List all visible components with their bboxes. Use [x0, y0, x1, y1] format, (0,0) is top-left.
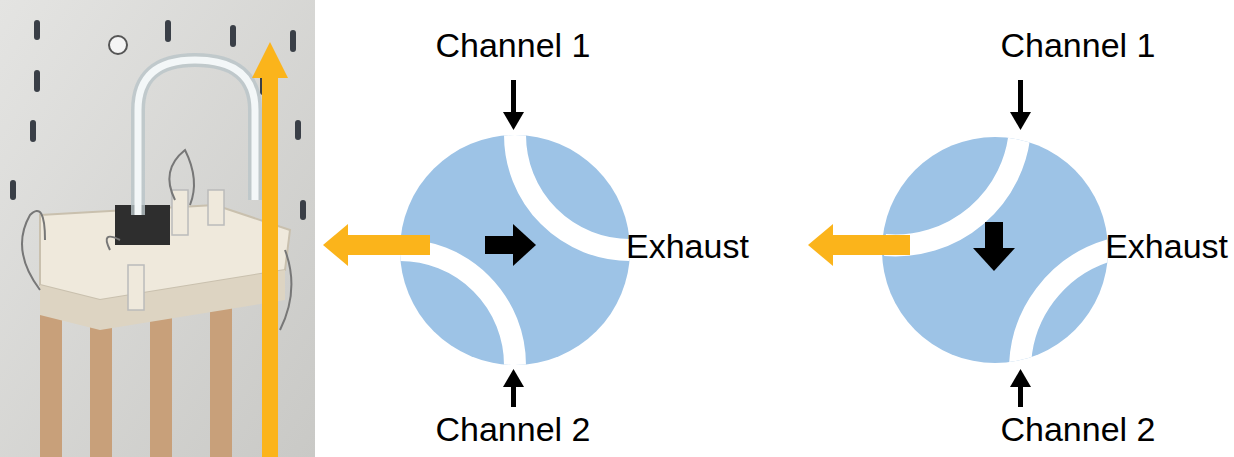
- channel-label: Channel 1: [435, 28, 590, 62]
- channel-label: Channel 2: [435, 412, 590, 446]
- channel-label: Exhaust: [1105, 229, 1228, 263]
- channel-label: Channel 1: [1000, 28, 1155, 62]
- photo: [0, 0, 315, 457]
- valve-state-2: [808, 80, 1110, 407]
- channel-label: Exhaust: [626, 229, 749, 263]
- valve-state-1: [323, 80, 630, 407]
- channel-label: Channel 2: [1000, 412, 1155, 446]
